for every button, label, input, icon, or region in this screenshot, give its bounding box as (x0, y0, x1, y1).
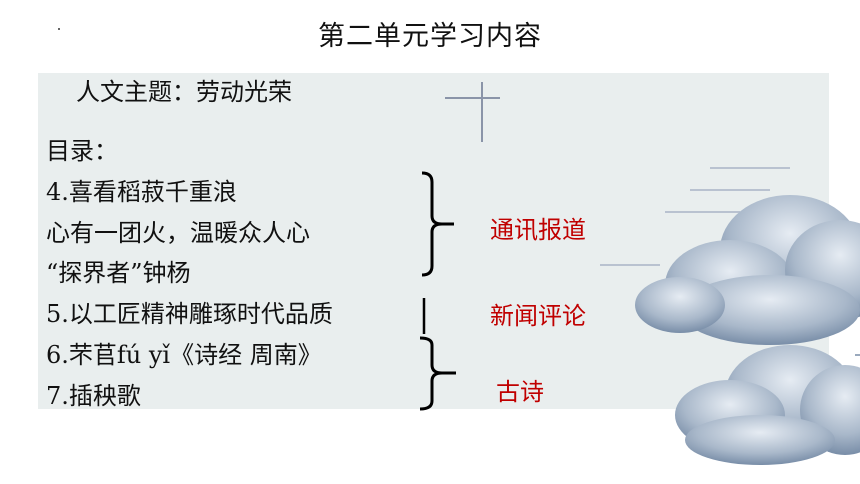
toc-item: 7.插秧歌 (46, 382, 141, 410)
toc-item: 6.芣苢fú yǐ《诗经 周南》 (46, 341, 322, 369)
group-label-poetry: 古诗 (496, 378, 544, 406)
brace-poetry (419, 336, 456, 411)
brace-reportage (421, 171, 454, 277)
group-label-reportage: 通讯报道 (490, 216, 586, 244)
decorative-dot (58, 28, 60, 30)
toc-item: “探界者”钟杨 (46, 259, 191, 287)
group-label-commentary: 新闻评论 (490, 302, 586, 330)
toc-item: 4.喜看稻菽千重浪 (46, 178, 237, 206)
humanities-theme: 人文主题：劳动光荣 (76, 78, 292, 106)
brace-divider (422, 298, 426, 334)
page-title: 第二单元学习内容 (318, 21, 542, 52)
toc-label: 目录： (46, 137, 118, 165)
toc-item: 心有一团火，温暖众人心 (46, 219, 310, 247)
toc-item: 5.以工匠精神雕琢时代品质 (46, 300, 333, 328)
crosshair-decoration (445, 82, 500, 142)
